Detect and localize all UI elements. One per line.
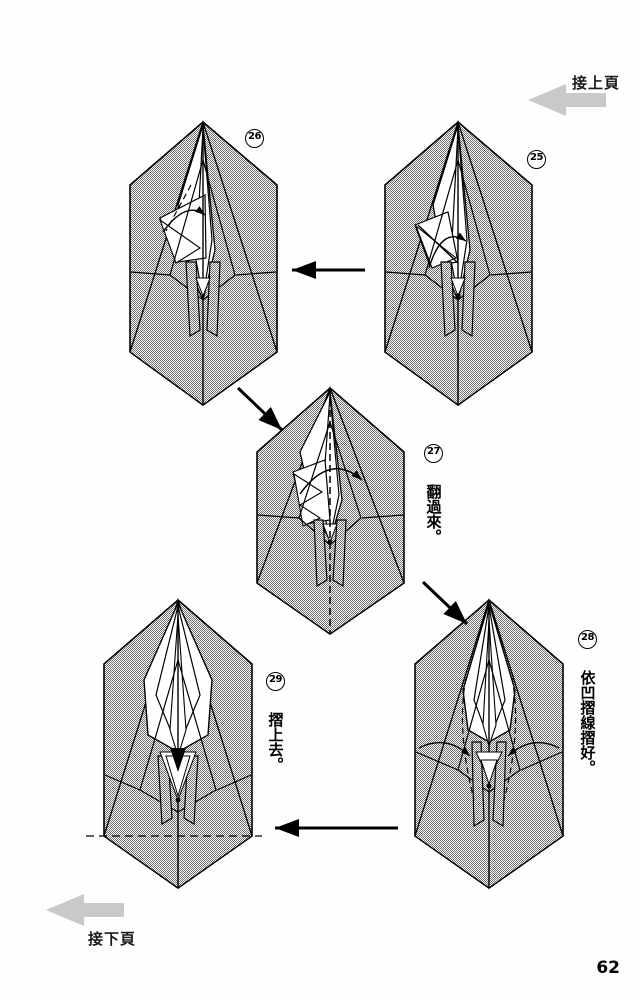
step-27-caption-block: 27 翻過來。 <box>424 444 443 544</box>
diagram-step-25 <box>384 119 533 406</box>
diagram-step-29 <box>86 597 262 889</box>
page-number: 62 <box>596 958 620 978</box>
continued-from-previous-page-label: 接上頁 <box>571 74 620 92</box>
step-number-27: 27 <box>424 444 443 463</box>
flow-arrow-26-to-27 <box>236 386 284 432</box>
flow-arrow-27-to-28 <box>421 580 469 626</box>
step-29-caption-text: 摺上去。 <box>266 712 285 772</box>
step-number-25: 25 <box>527 150 546 169</box>
step-number-26: 26 <box>245 129 264 148</box>
diagram-step-26 <box>129 119 278 406</box>
diagram-step-28 <box>414 597 564 889</box>
continued-on-next-page-label: 接下頁 <box>88 930 137 948</box>
step-number-28: 28 <box>578 630 597 649</box>
step-28-caption-text: 依凹摺線摺好。 <box>578 670 597 775</box>
step-number-29: 29 <box>266 672 285 691</box>
gray-arrow-left-top <box>528 84 606 116</box>
step-28-caption-block: 28 依凹摺線摺好。 <box>578 630 597 775</box>
gray-arrow-left-bottom <box>46 894 124 926</box>
step-27-caption-text: 翻過來。 <box>424 484 443 544</box>
step-29-caption-block: 29 摺上去。 <box>266 672 285 772</box>
diagram-step-27 <box>256 386 405 635</box>
